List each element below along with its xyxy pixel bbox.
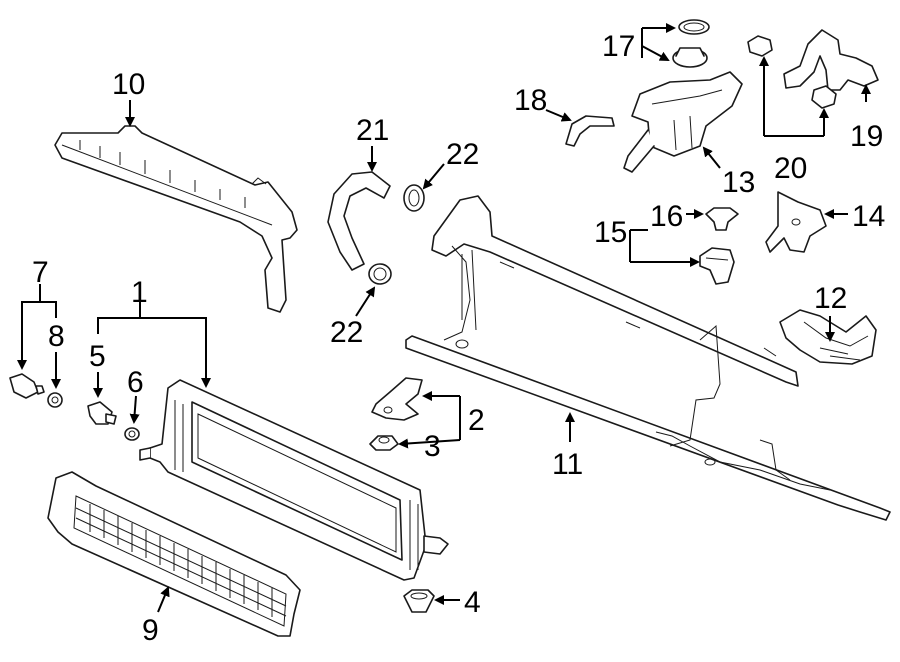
clamp-22-upper	[403, 184, 425, 212]
callout-14: 14	[852, 200, 885, 233]
clamp-22-lower	[368, 263, 392, 285]
bracket-2	[371, 377, 423, 421]
o-ring-6	[124, 427, 140, 441]
callout-15: 15	[594, 216, 627, 249]
callout-8: 8	[48, 320, 65, 353]
callout-22-upper: 22	[446, 138, 479, 171]
reservoir-cap	[672, 47, 708, 68]
condenser	[47, 471, 301, 637]
sensor-15	[699, 247, 735, 285]
callout-9: 9	[142, 614, 159, 647]
drain-plug-5	[87, 401, 117, 425]
drain-plug	[9, 373, 45, 399]
clamp-20-lower	[811, 85, 837, 109]
callout-7: 7	[32, 256, 49, 289]
callout-18: 18	[514, 84, 547, 117]
seal-17	[678, 19, 710, 35]
callout-20: 20	[774, 152, 807, 185]
hose-21	[327, 171, 391, 271]
bracket-14	[765, 191, 827, 253]
leader-lines	[17, 23, 871, 613]
upper-radiator-cover	[54, 125, 298, 313]
callout-3: 3	[424, 430, 441, 463]
hose-19	[783, 29, 879, 91]
callout-17: 17	[602, 30, 635, 63]
grommet-16	[705, 207, 739, 231]
callout-11: 11	[552, 448, 583, 481]
callout-12: 12	[814, 282, 847, 315]
grommet-3	[369, 435, 399, 451]
callout-1: 1	[131, 276, 148, 309]
clamp-20-upper	[747, 35, 773, 57]
hose-18	[565, 115, 615, 147]
callout-16: 16	[650, 200, 683, 233]
radiator	[139, 379, 449, 581]
callout-21: 21	[356, 114, 389, 147]
callout-19: 19	[850, 120, 883, 153]
o-ring-8	[47, 392, 63, 408]
callout-6: 6	[127, 366, 144, 399]
grommet-4	[403, 589, 435, 613]
callout-2: 2	[468, 404, 485, 437]
coolant-reservoir	[623, 71, 743, 173]
callout-5: 5	[89, 340, 106, 373]
callout-10: 10	[112, 68, 145, 101]
air-duct-12	[779, 309, 877, 365]
callout-13: 13	[722, 166, 755, 199]
callout-22-lower: 22	[330, 316, 363, 349]
radiator-support	[405, 195, 891, 521]
callouts: 10 7 8 1 5 6 9 21 22 22 2 3 4 11 17 18 1…	[32, 30, 885, 647]
callout-4: 4	[464, 586, 481, 619]
